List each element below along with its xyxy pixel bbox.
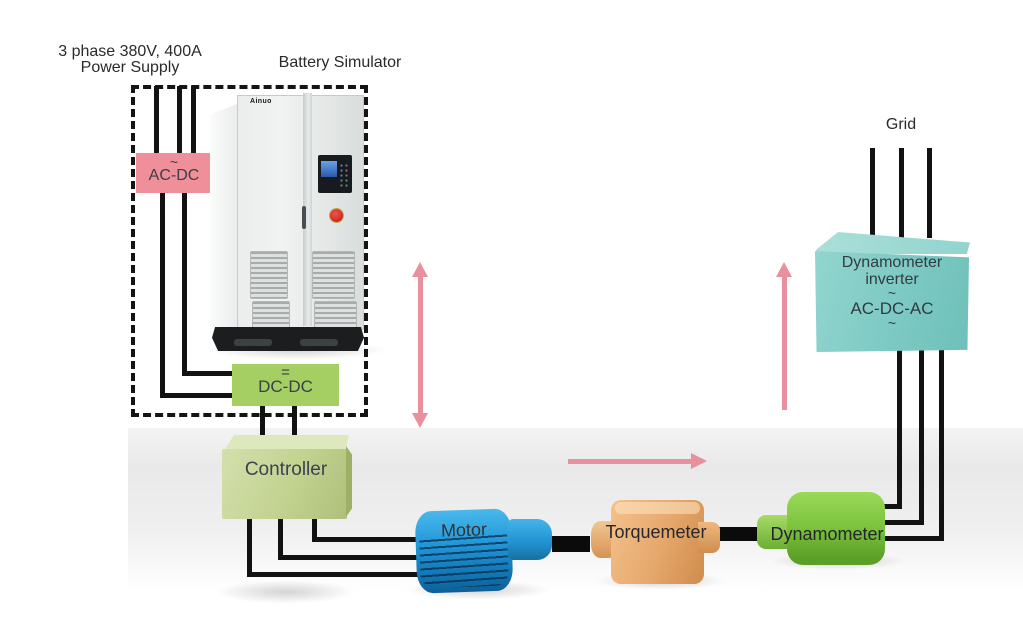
wire-segment: [278, 555, 420, 560]
power-supply-label-line1: 3 phase 380V, 400A: [58, 43, 202, 60]
wire-segment: [870, 520, 924, 525]
dynamometer-inverter: Dynamometer inverter ~ AC-DC-AC ~: [810, 228, 972, 354]
controller-side-face: [346, 446, 352, 517]
inverter-text: Dynamometer inverter ~ AC-DC-AC ~: [815, 254, 969, 331]
inverter-front-face: [815, 251, 969, 352]
torquemeter-shaft-right: [698, 522, 720, 553]
cabinet-brand-logo: Ainuo: [250, 98, 272, 105]
wire-segment: [160, 393, 237, 398]
cabinet-display-icon: [321, 161, 337, 177]
wire-segment: [278, 515, 283, 560]
cabinet-door-handle: [302, 206, 306, 229]
vent-grille: [250, 251, 288, 299]
battery-simulator-label: Battery Simulator: [278, 54, 402, 71]
motor-shaft: [508, 519, 552, 560]
dynamometer: Dynamometer: [752, 488, 894, 568]
torquemeter: Torquemeter: [588, 496, 722, 588]
shaft-coupling: [719, 527, 758, 541]
wire-segment: [191, 86, 196, 154]
shaft-coupling: [552, 536, 590, 552]
wire-segment: [919, 348, 924, 525]
wire-segment: [897, 348, 902, 509]
power-supply-label-line2: Power Supply: [80, 59, 180, 76]
wire-segment: [160, 193, 165, 398]
battery-simulator-cabinet: Ainuo: [210, 93, 366, 359]
dynamometer-body: [787, 492, 885, 565]
wire-segment: [939, 348, 944, 541]
inverter-top-face: [816, 232, 970, 254]
torquemeter-body: [611, 500, 704, 584]
cabinet-control-screen: [318, 155, 352, 193]
wire-segment: [927, 148, 932, 238]
cabinet-door-seam: [303, 93, 312, 326]
wire-segment: [177, 86, 182, 154]
ac-dc-converter: ~ AC-DC: [136, 153, 212, 193]
cabinet-side-panel: [210, 103, 239, 343]
wire-segment: [260, 406, 265, 450]
wire-segment: [874, 536, 944, 541]
wire-segment: [312, 515, 317, 542]
ac-symbol: ~: [887, 315, 897, 331]
dc-dc-converter: = DC-DC: [232, 364, 339, 406]
wire-segment: [870, 148, 875, 238]
inverter-label-line2: inverter: [865, 271, 919, 288]
wire-segment: [154, 86, 159, 154]
cabinet-keypad-icon: [339, 163, 350, 187]
base-slot: [234, 339, 272, 346]
ac-dc-label: AC-DC: [148, 167, 200, 184]
controller-front-face: [222, 449, 347, 519]
wire-segment: [247, 572, 420, 577]
wire-segment: [292, 406, 297, 450]
inverter-label-line1: Dynamometer: [841, 254, 943, 271]
dynamometer-label: Dynamometer: [770, 524, 884, 544]
vent-grille: [312, 251, 355, 299]
wire-segment: [899, 148, 904, 238]
cabinet-base: [212, 327, 364, 351]
inverter-label-line3: AC-DC-AC: [850, 299, 934, 318]
motor-label: Motor: [440, 519, 488, 541]
controller-shadow: [213, 580, 358, 604]
dc-dc-label: DC-DC: [258, 377, 313, 396]
ac-symbol: ~: [887, 285, 897, 301]
wire-segment: [247, 515, 252, 577]
grid-label: Grid: [885, 116, 917, 133]
controller-box: Controller: [219, 432, 353, 522]
torquemeter-label: Torquemeter: [605, 522, 707, 542]
base-slot: [300, 339, 338, 346]
motor: Motor: [410, 498, 552, 598]
controller-top-face: [224, 435, 349, 451]
emergency-stop-button: [330, 209, 343, 222]
wire-segment: [312, 537, 420, 542]
dc-symbol: =: [281, 364, 290, 381]
ac-symbol: ~: [169, 154, 179, 170]
battery-simulator-boundary: [131, 85, 368, 417]
wire-segment: [182, 193, 187, 376]
controller-label: Controller: [244, 459, 328, 480]
wire-segment: [182, 371, 237, 376]
